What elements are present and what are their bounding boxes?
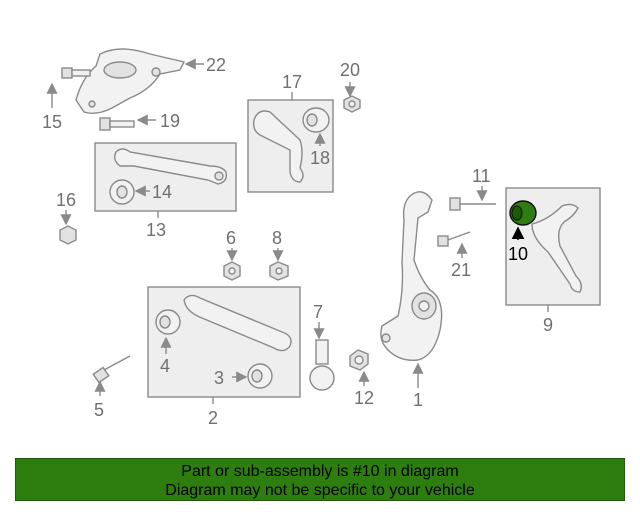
callout-8: 8 bbox=[272, 228, 282, 248]
banner-line-2: Diagram may not be specific to your vehi… bbox=[165, 482, 475, 499]
callout-17: 17 bbox=[282, 72, 302, 92]
callout-20: 20 bbox=[340, 60, 360, 80]
callout-13: 13 bbox=[146, 220, 166, 240]
callout-1: 1 bbox=[413, 390, 423, 410]
control-arm-13[interactable] bbox=[113, 148, 228, 185]
callout-9: 9 bbox=[543, 315, 553, 335]
control-arm-17[interactable] bbox=[252, 110, 304, 183]
callout-16: 16 bbox=[56, 190, 76, 210]
bolt-5[interactable] bbox=[92, 355, 131, 384]
parts-diagram: 22 15 19 20 17 18 14 13 16 6 8 4 3 2 5 7… bbox=[42, 48, 601, 428]
bolt-11[interactable] bbox=[449, 197, 496, 211]
callout-3: 3 bbox=[214, 368, 224, 388]
nut-6[interactable] bbox=[223, 261, 241, 281]
callout-5: 5 bbox=[94, 400, 104, 420]
subframe-mount-22[interactable] bbox=[75, 48, 186, 115]
bushing-14[interactable] bbox=[109, 179, 135, 205]
bolt-21[interactable] bbox=[437, 231, 471, 247]
nut-16[interactable] bbox=[59, 225, 77, 245]
callout-21: 21 bbox=[451, 260, 471, 280]
callout-12: 12 bbox=[354, 388, 374, 408]
bushing-18[interactable] bbox=[302, 107, 330, 133]
callout-11: 11 bbox=[472, 166, 491, 186]
leader-lines bbox=[46, 58, 549, 404]
nut-12[interactable] bbox=[349, 349, 369, 371]
assembly-box-2 bbox=[147, 286, 301, 398]
bushing-4[interactable] bbox=[155, 309, 181, 335]
bolt-19[interactable] bbox=[99, 117, 135, 131]
callout-22: 22 bbox=[206, 55, 226, 75]
steering-knuckle-1[interactable] bbox=[380, 191, 443, 361]
callout-6: 6 bbox=[226, 228, 236, 248]
bushing-3[interactable] bbox=[247, 363, 273, 389]
callout-19: 19 bbox=[160, 111, 180, 131]
callout-18: 18 bbox=[310, 148, 330, 168]
callout-labels: 22 15 19 20 17 18 14 13 16 6 8 4 3 2 5 7… bbox=[42, 55, 553, 428]
ball-joint-7[interactable] bbox=[309, 339, 335, 391]
bolt-15[interactable] bbox=[61, 67, 91, 79]
callout-15: 15 bbox=[42, 112, 62, 132]
part-info-banner: Part or sub-assembly is #10 in diagram D… bbox=[15, 458, 625, 501]
control-arm-9[interactable] bbox=[531, 203, 583, 293]
bushing-10-highlighted[interactable] bbox=[509, 200, 537, 226]
callout-4: 4 bbox=[160, 356, 170, 376]
callout-2: 2 bbox=[208, 408, 218, 428]
callout-7: 7 bbox=[313, 302, 323, 322]
nut-20[interactable] bbox=[343, 95, 361, 113]
callout-14: 14 bbox=[152, 182, 172, 202]
callout-10-highlighted: 10 bbox=[508, 244, 528, 264]
nut-8[interactable] bbox=[269, 261, 289, 281]
banner-line-1: Part or sub-assembly is #10 in diagram bbox=[181, 463, 459, 480]
control-arm-2[interactable] bbox=[183, 294, 292, 352]
